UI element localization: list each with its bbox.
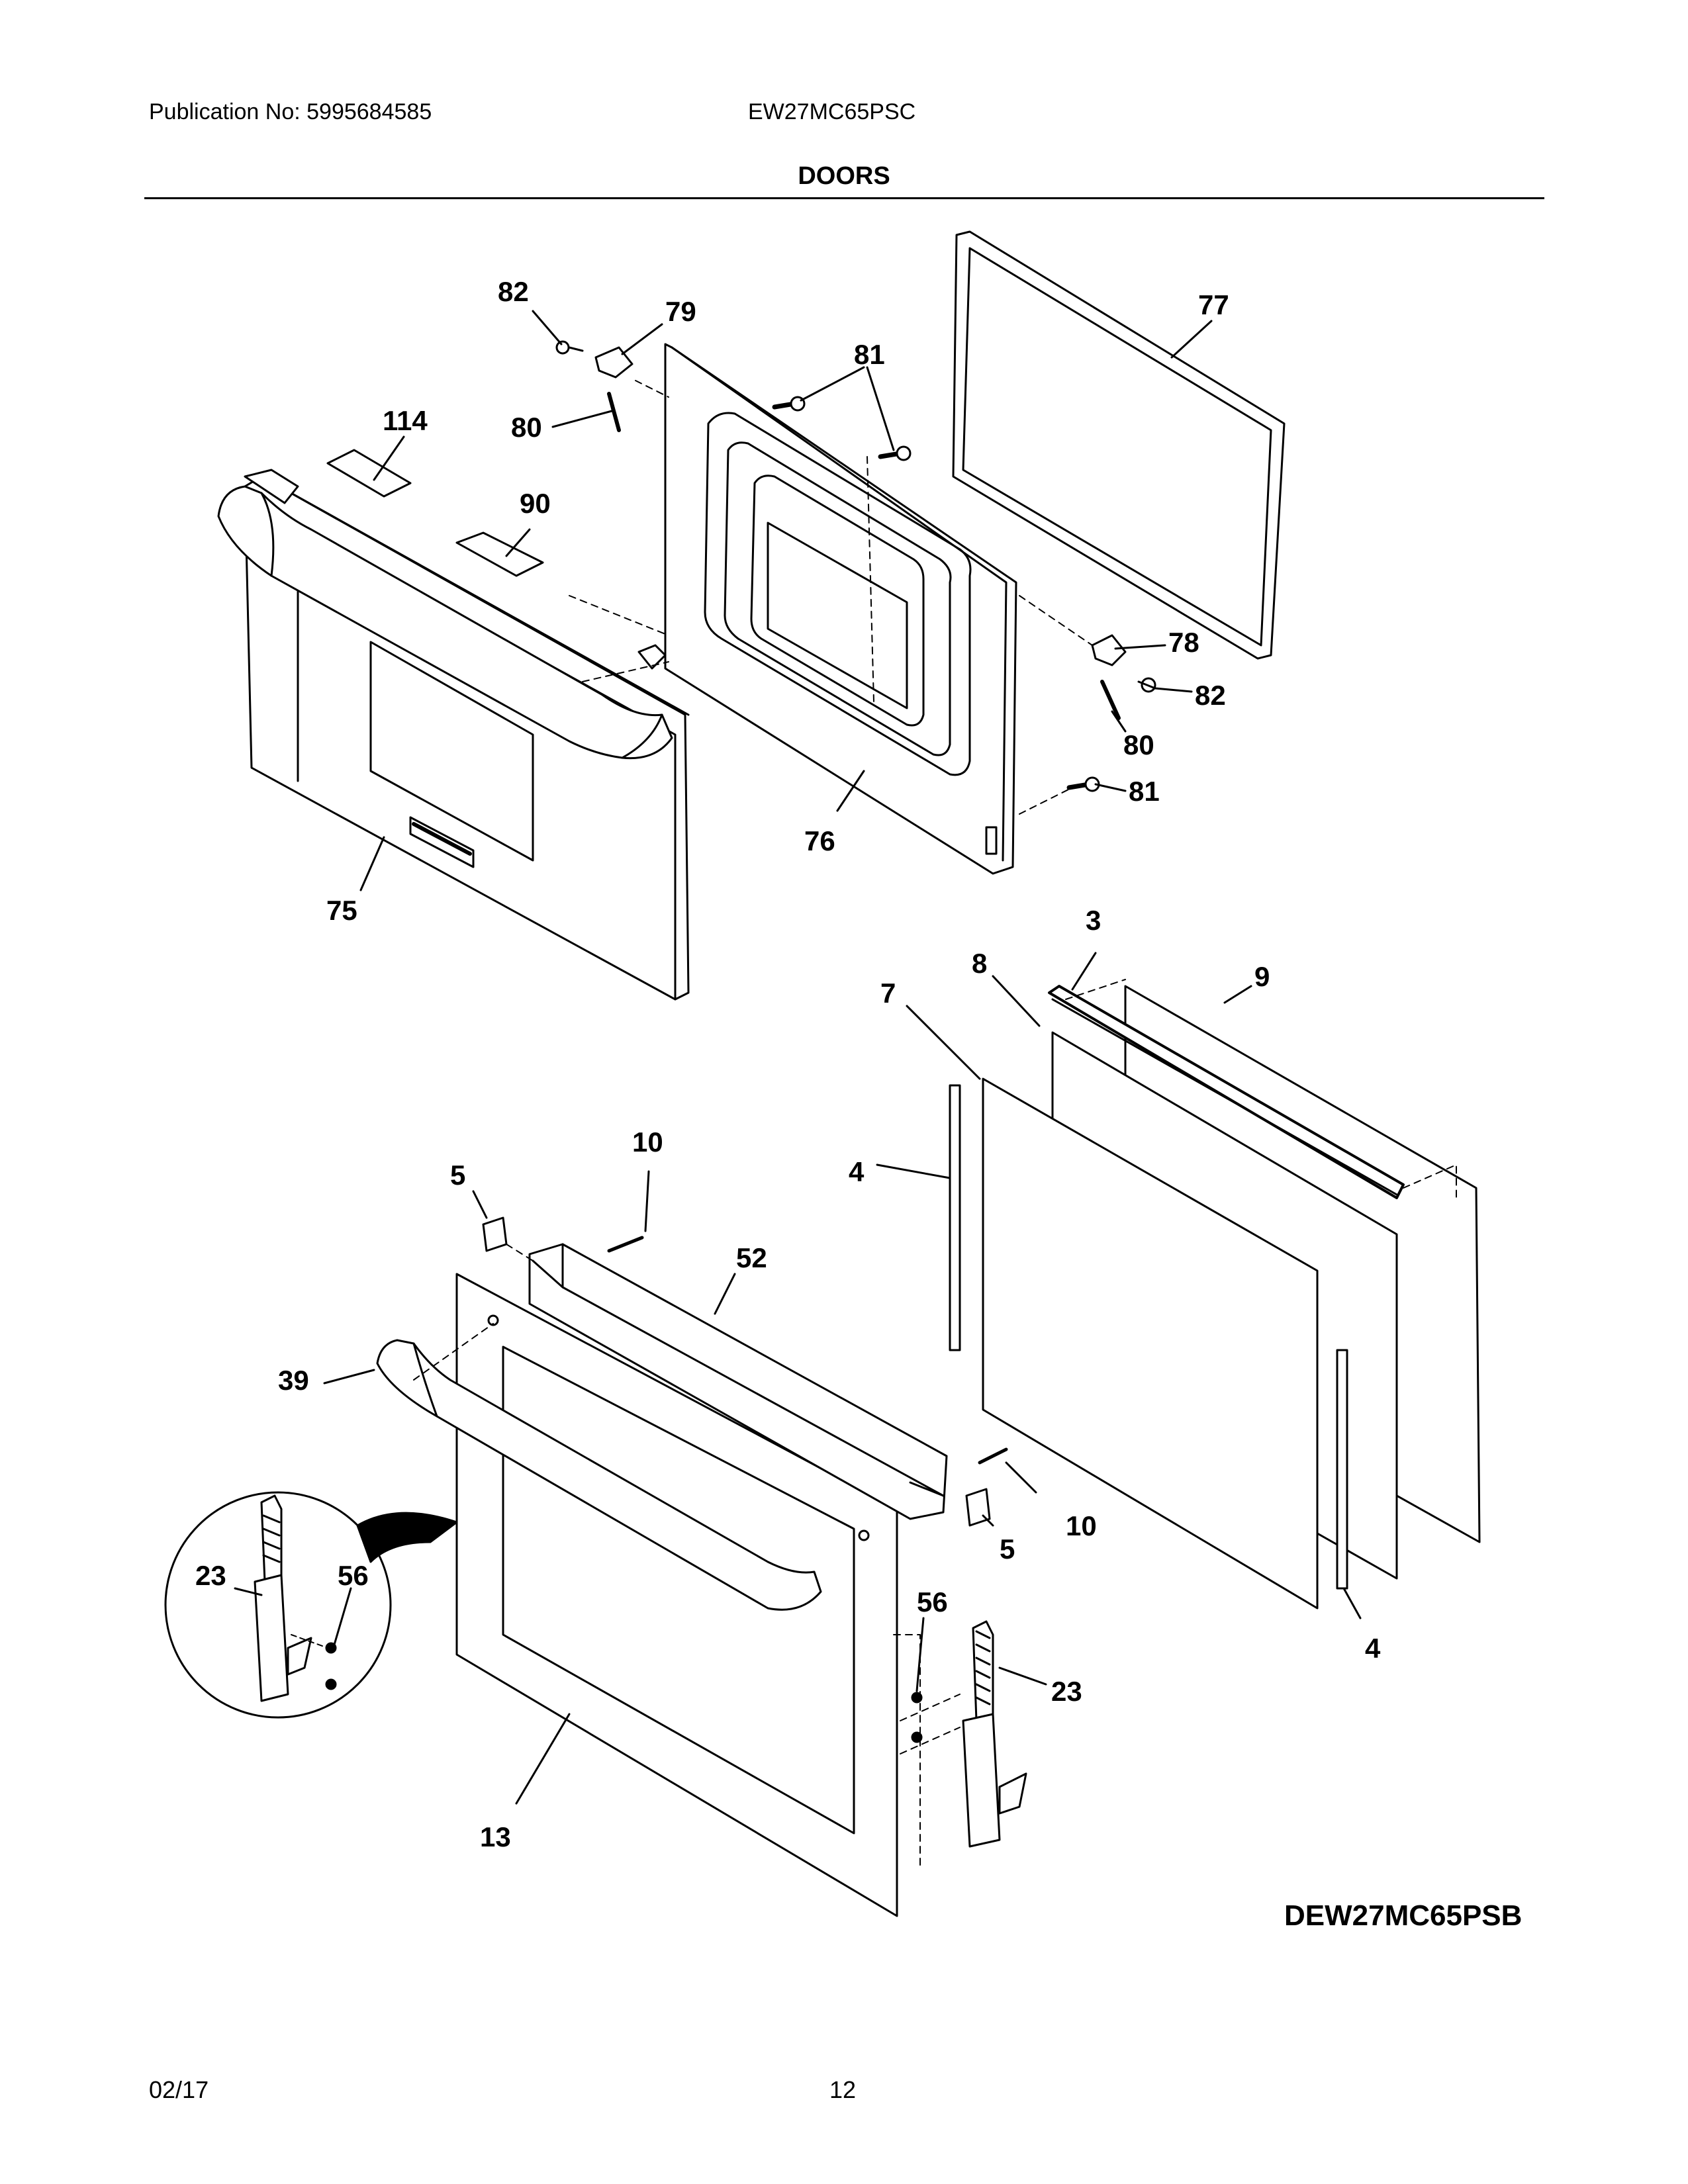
callout-5: 5 (450, 1160, 465, 1191)
part-90-label (455, 531, 544, 577)
callout-labels: 82 79 77 81 114 80 90 78 82 80 81 76 75 … (195, 276, 1381, 1852)
part-52-top-channel (528, 1243, 948, 1520)
part-13-outer-door (455, 1273, 898, 1917)
callout-39: 39 (278, 1365, 309, 1396)
part-78-hinge-receptacle (1091, 634, 1127, 666)
callout-13: 13 (480, 1821, 511, 1852)
callout-56: 56 (917, 1586, 948, 1617)
part-77-frame (952, 230, 1286, 660)
callout-79: 79 (665, 296, 696, 327)
upper-assembly-guides (569, 380, 1093, 815)
part-10-pin-right (978, 1447, 1008, 1465)
callout-76: 76 (804, 825, 835, 856)
callout-8: 8 (972, 948, 987, 979)
diagram-model-number: DEW27MC65PSB (1284, 1899, 1523, 1932)
callout-4: 4 (849, 1156, 865, 1187)
hinge-detail-inset (164, 1491, 458, 1719)
callout-52: 52 (736, 1242, 767, 1273)
publication-number: Publication No: 5995684585 (149, 99, 432, 124)
header-divider (144, 197, 1544, 199)
lower-assembly-guides (413, 979, 1457, 1867)
leader-lines (234, 310, 1362, 1805)
part-23-hinge-right (962, 1620, 1027, 1848)
callout-10: 10 (632, 1126, 663, 1158)
part-114-label (326, 449, 412, 498)
part-79-hinge-receptacle (594, 346, 633, 379)
part-4-spacer-right (1336, 1349, 1348, 1590)
callout-9: 9 (1254, 961, 1270, 992)
callout-4: 4 (1365, 1633, 1381, 1664)
callout-90: 90 (520, 488, 551, 519)
part-5-clip-left (482, 1216, 508, 1252)
part-39-handle (376, 1339, 822, 1611)
callout-5: 5 (1000, 1533, 1015, 1565)
part-3-glass-retainer (1048, 985, 1405, 1199)
callout-56: 56 (338, 1560, 369, 1591)
callout-80: 80 (1123, 729, 1154, 760)
callout-23: 23 (1051, 1676, 1082, 1707)
part-82-screw-right (1137, 677, 1156, 693)
part-80-spring-right (1100, 680, 1121, 720)
footer-date: 02/17 (149, 2076, 209, 2103)
page-title: DOORS (798, 162, 890, 190)
part-75-door-panel (217, 469, 690, 1001)
callout-81: 81 (854, 339, 885, 370)
part-56-screws-right (911, 1692, 923, 1743)
callout-75: 75 (326, 895, 357, 926)
part-4-spacer-left (949, 1084, 961, 1351)
callout-78: 78 (1168, 627, 1199, 658)
model-number: EW27MC65PSC (748, 99, 916, 124)
callout-23: 23 (195, 1560, 226, 1591)
page-number: 12 (829, 2076, 857, 2103)
callout-77: 77 (1198, 289, 1229, 320)
callout-82: 82 (498, 276, 529, 307)
part-7-glass (982, 1077, 1319, 1610)
callout-80: 80 (511, 412, 542, 443)
part-82-screw-top (555, 340, 584, 355)
callout-82: 82 (1195, 680, 1226, 711)
part-80-spring-top (607, 392, 621, 432)
part-76-inner-liner (637, 343, 1017, 875)
callout-3: 3 (1086, 905, 1101, 936)
callout-114: 114 (383, 405, 428, 436)
callout-10: 10 (1066, 1510, 1097, 1541)
callout-7: 7 (880, 978, 896, 1009)
part-10-pin-top (607, 1236, 644, 1253)
callout-81: 81 (1129, 776, 1160, 807)
